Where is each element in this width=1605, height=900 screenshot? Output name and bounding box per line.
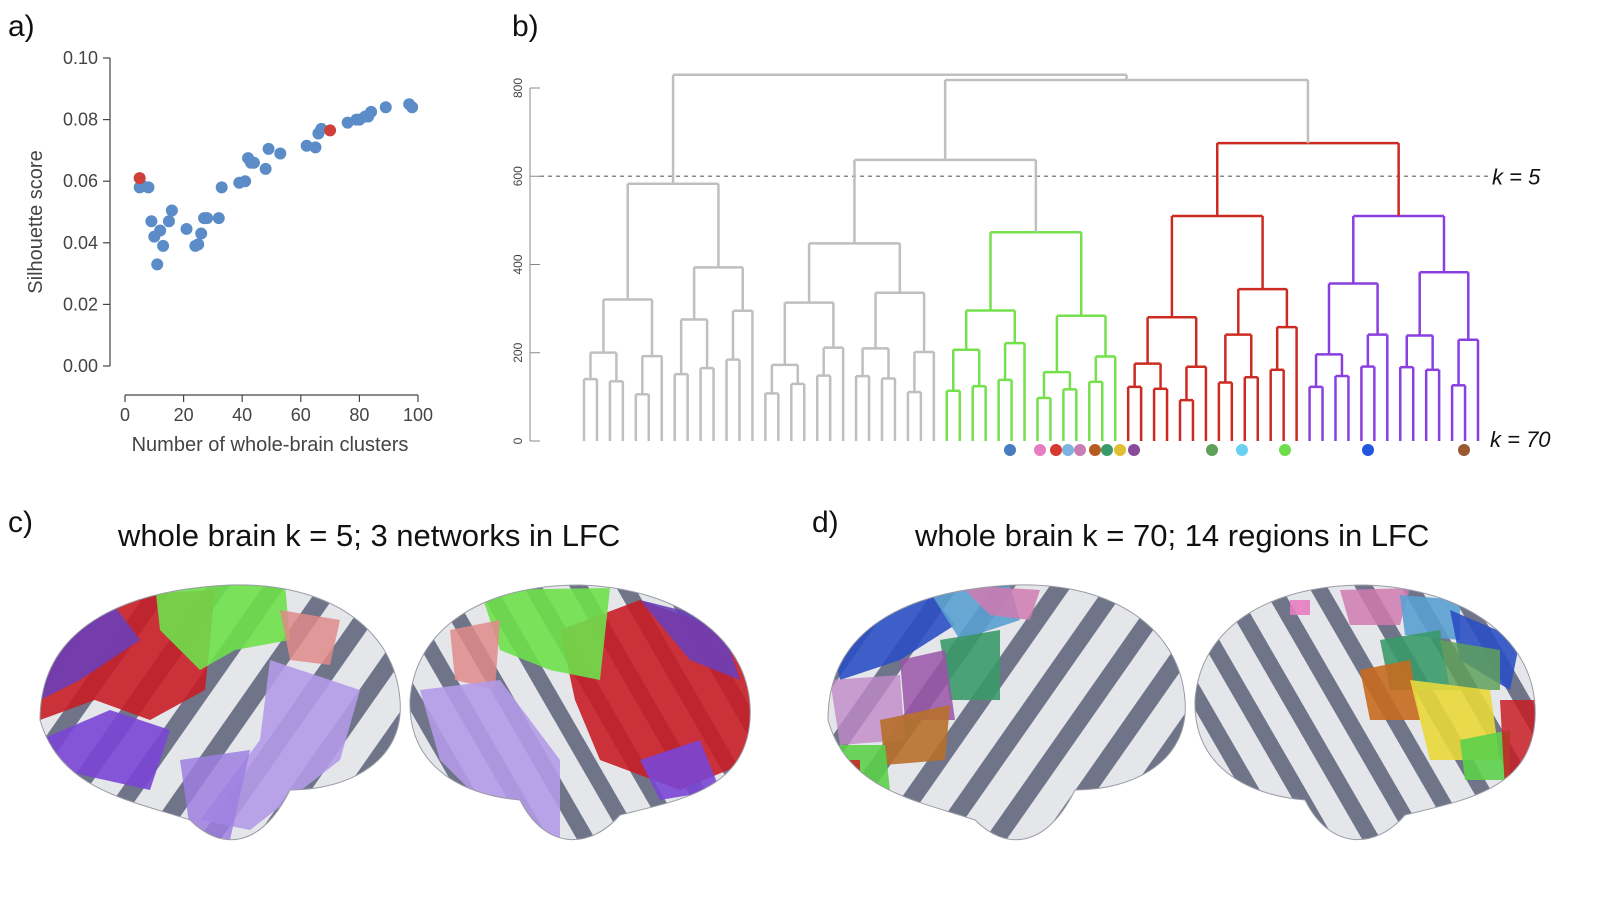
lfc-region-marker xyxy=(1050,444,1062,456)
y-axis-label: Silhouette score xyxy=(25,150,47,293)
data-point xyxy=(309,141,322,154)
data-point xyxy=(180,222,193,235)
x-tick-label: 40 xyxy=(232,405,252,425)
y-tick-label: 0.04 xyxy=(63,233,98,253)
data-point xyxy=(247,156,260,169)
lfc-region-marker xyxy=(1034,444,1046,456)
x-tick-label: 20 xyxy=(174,405,194,425)
highlighted-data-point xyxy=(324,124,337,137)
data-point xyxy=(145,215,158,228)
lfc-region-marker xyxy=(1206,444,1218,456)
y-tick-label: 0.02 xyxy=(63,294,98,314)
dendro-y-tick-label: 400 xyxy=(511,254,525,274)
brain-title-c: whole brain k = 5; 3 networks in LFC xyxy=(118,518,621,553)
panel-label-b: b) xyxy=(512,10,539,43)
lfc-region-marker xyxy=(1279,444,1291,456)
panel-label-c: c) xyxy=(8,506,33,539)
y-tick-label: 0.10 xyxy=(63,48,98,68)
brain-d-right-hemisphere xyxy=(1194,585,1536,840)
data-point xyxy=(406,101,419,114)
cluster-dendrogram: 0 200 400 600 800 k = 5 k = 70 xyxy=(511,73,1551,456)
lfc-region-marker xyxy=(1128,444,1140,456)
panel-label-a: a) xyxy=(8,10,35,43)
data-point xyxy=(212,212,225,225)
panel-label-d: d) xyxy=(812,506,839,539)
brain-d-left-hemisphere xyxy=(828,584,1186,840)
data-point xyxy=(157,239,170,252)
lfc-region-marker xyxy=(1004,444,1016,456)
brain-title-d: whole brain k = 70; 14 regions in LFC xyxy=(915,518,1430,553)
y-tick-label: 0.00 xyxy=(63,356,98,376)
data-point xyxy=(215,181,228,194)
lfc-region-marker xyxy=(1062,444,1074,456)
silhouette-scatter-plot: 0.00 0.02 0.04 0.06 0.08 0.10 0 20 40 60 80 100Numb… xyxy=(25,48,433,456)
data-point xyxy=(262,142,275,155)
lfc-region-marker xyxy=(1362,444,1374,456)
dendro-y-tick-label: 200 xyxy=(511,342,525,362)
x-tick-label: 80 xyxy=(349,405,369,425)
data-point xyxy=(259,162,272,175)
dendro-y-tick-label: 800 xyxy=(511,78,525,98)
y-tick-label: 0.08 xyxy=(63,110,98,130)
lfc-region-marker xyxy=(1458,444,1470,456)
k5-label: k = 5 xyxy=(1492,164,1541,189)
x-tick-label: 100 xyxy=(403,405,433,425)
brain-c-left-hemisphere xyxy=(40,584,401,840)
data-point xyxy=(195,227,208,240)
highlighted-data-point xyxy=(133,172,146,185)
lfc-region-marker xyxy=(1101,444,1113,456)
data-point xyxy=(274,147,287,160)
k70-label: k = 70 xyxy=(1490,427,1551,452)
data-point xyxy=(151,258,164,271)
data-point xyxy=(142,181,155,194)
brain-c-right-hemisphere xyxy=(409,585,751,840)
lfc-region-marker xyxy=(1236,444,1248,456)
data-point xyxy=(239,175,252,188)
x-axis-label: Number of whole-brain clusters xyxy=(132,434,409,456)
dendro-y-tick-label: 0 xyxy=(511,437,525,444)
lfc-region-marker xyxy=(1114,444,1126,456)
data-point xyxy=(162,215,175,228)
data-point xyxy=(379,101,392,114)
data-point xyxy=(365,105,378,118)
data-point xyxy=(165,204,178,217)
data-point xyxy=(192,238,205,251)
lfc-region-marker xyxy=(1089,444,1101,456)
data-point xyxy=(154,224,167,237)
data-point xyxy=(201,212,214,225)
x-tick-label: 60 xyxy=(291,405,311,425)
lfc-region-marker xyxy=(1074,444,1086,456)
dendro-y-tick-label: 600 xyxy=(511,166,525,186)
x-tick-label: 0 xyxy=(120,405,130,425)
y-tick-label: 0.06 xyxy=(63,171,98,191)
